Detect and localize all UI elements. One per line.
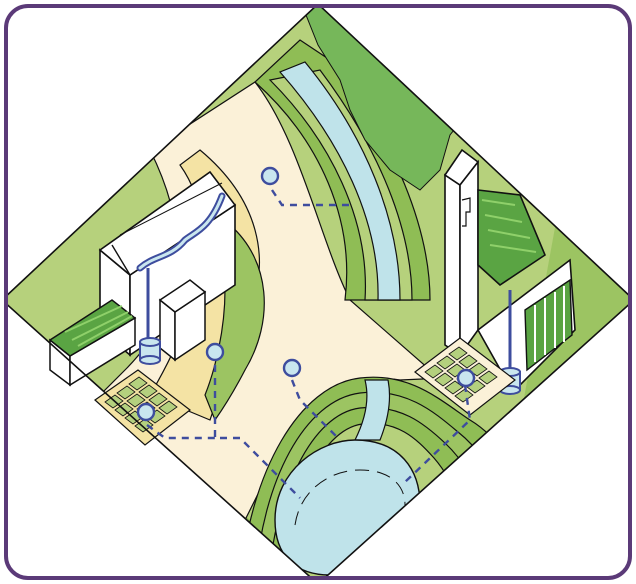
rain-barrel-left [140, 338, 160, 364]
inlet-plaza-mid [284, 360, 300, 376]
inlet-top [262, 168, 278, 184]
inlet-pavers-right [458, 370, 474, 386]
inlet-pavers-left [138, 404, 154, 420]
inlet-plaza-left [207, 344, 223, 360]
